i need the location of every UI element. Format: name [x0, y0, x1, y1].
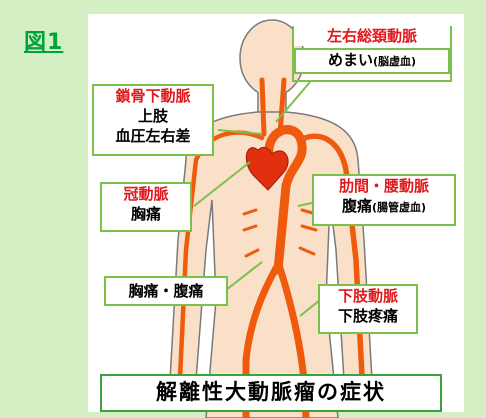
lower-limb-title: 下肢動脈 — [320, 286, 416, 306]
subclavian-title: 鎖骨下動脈 — [94, 86, 212, 106]
carotid-title: 左右総頚動脈 — [294, 26, 450, 46]
coronary-title: 冠動脈 — [102, 184, 190, 204]
subclavian-symptom-1: 上肢 — [94, 106, 212, 126]
callout-intercostal: 肋間・腰動脈 腹痛(腸管虚血) — [312, 174, 456, 226]
intercostal-symptom: 腹痛(腸管虚血) — [314, 196, 454, 218]
diagram-title: 解離性大動脈瘤の症状 — [100, 374, 442, 412]
chest-abdomen-symptom: 胸痛・腹痛 — [106, 278, 226, 304]
subclavian-symptom-2: 血圧左右差 — [94, 126, 212, 146]
coronary-symptom: 胸痛 — [102, 204, 190, 224]
callout-chest-abdomen: 胸痛・腹痛 — [104, 276, 228, 306]
intercostal-title: 肋間・腰動脈 — [314, 176, 454, 196]
lower-limb-symptom: 下肢疼痛 — [320, 306, 416, 326]
callout-coronary: 冠動脈 胸痛 — [100, 182, 192, 232]
callout-carotid: 左右総頚動脈 めまい(脳虚血) — [292, 26, 452, 82]
callout-subclavian: 鎖骨下動脈 上肢 血圧左右差 — [92, 84, 214, 156]
callout-lower-limb: 下肢動脈 下肢疼痛 — [318, 284, 418, 334]
carotid-symptom: めまい(脳虚血) — [294, 48, 450, 74]
